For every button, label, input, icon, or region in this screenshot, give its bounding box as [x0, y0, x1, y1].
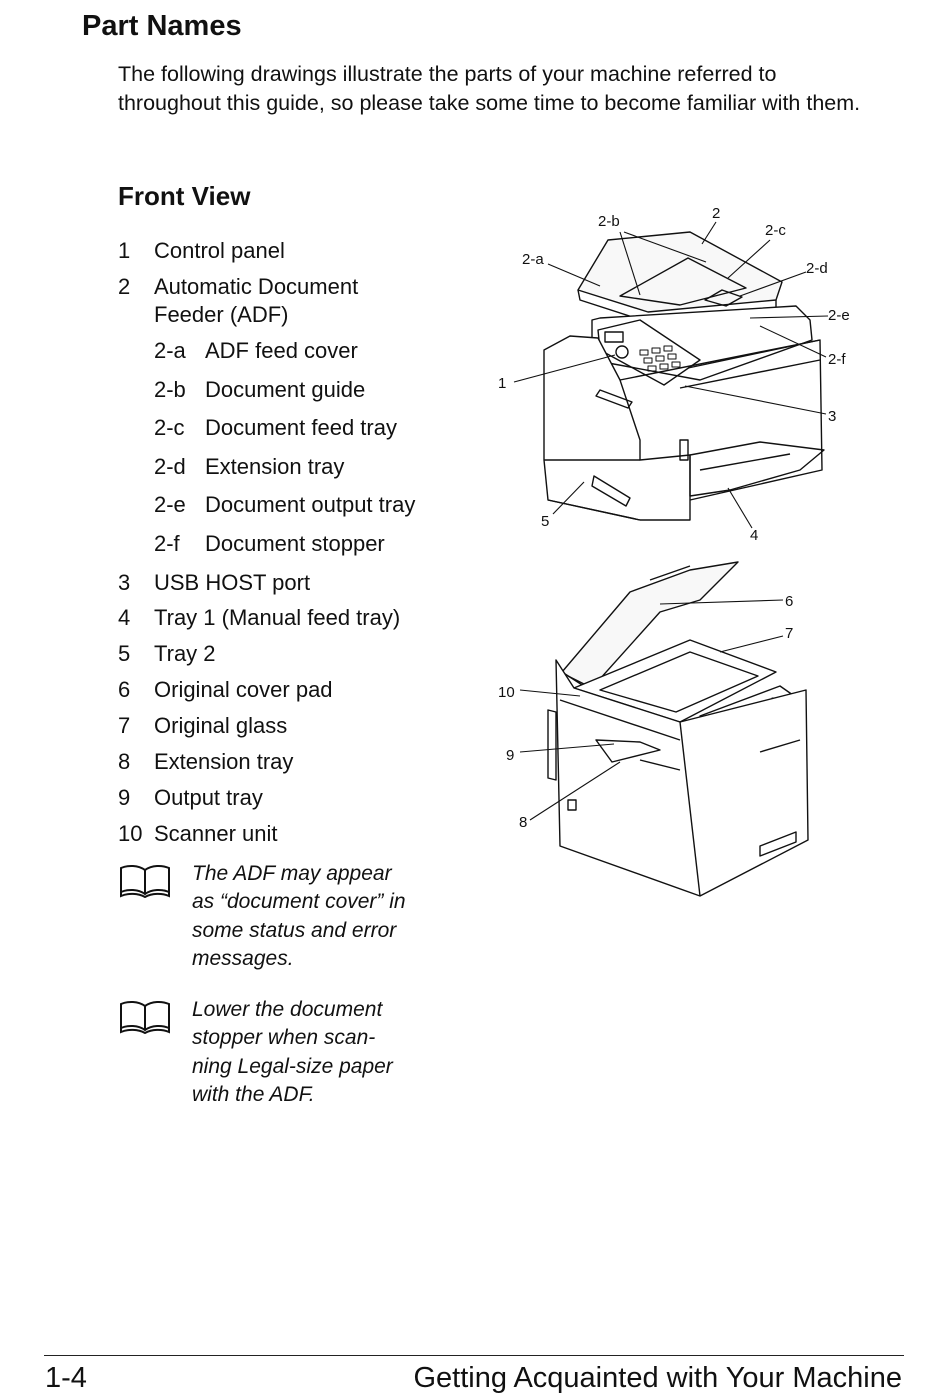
item-label: Tray 1 (Manual feed tray) — [154, 605, 401, 630]
book-note-icon — [120, 1000, 170, 1034]
printer-front-illustration: 2-b 2 2-c 2-a 2-d 2-e 2-f 1 3 5 4 — [498, 205, 850, 544]
item-number: 2-e — [154, 492, 186, 517]
item-label: ADF feed cover — [205, 338, 358, 363]
chapter-title: Getting Acquainted with Your Machine — [413, 1362, 903, 1394]
note-text: Lower the document stopper when scan- ni… — [192, 996, 452, 1109]
item-label: Output tray — [154, 785, 263, 810]
callout-label: 5 — [541, 513, 549, 530]
callout-label: 10 — [498, 684, 515, 701]
item-number: 5 — [118, 641, 131, 666]
intro-paragraph: The following drawings illustrate the pa… — [118, 62, 861, 115]
callout-label: 2-e — [828, 307, 850, 324]
item-label: Document feed tray — [205, 415, 397, 440]
callout-label: 2-f — [828, 351, 846, 368]
note-text: The ADF may appear as “document cover” i… — [192, 860, 452, 973]
item-label: Original glass — [154, 713, 288, 738]
item-number: 6 — [118, 677, 131, 702]
item-label: Extension tray — [205, 454, 345, 479]
callout-label: 2-d — [806, 260, 828, 277]
note-line: some status and error — [192, 918, 397, 942]
callout-label: 3 — [828, 408, 836, 425]
note-line: stopper when scan- — [192, 1026, 376, 1050]
item-number: 3 — [118, 570, 131, 595]
item-number: 2-f — [154, 531, 180, 556]
callout-label: 2 — [712, 205, 720, 222]
item-number: 2-a — [154, 338, 186, 363]
subheading: Front View — [118, 181, 251, 211]
note-line: The ADF may appear — [192, 862, 392, 885]
callout-label: 7 — [785, 625, 793, 642]
note-line: messages. — [192, 946, 294, 970]
note-line: with the ADF. — [192, 1082, 315, 1106]
note-line: Lower the document — [192, 998, 383, 1021]
item-number: 2 — [118, 274, 131, 299]
note: The ADF may appear as “document cover” i… — [118, 860, 448, 990]
item-number: 8 — [118, 749, 131, 774]
page-number: 1-4 — [45, 1362, 87, 1394]
item-number: 10 — [118, 821, 143, 846]
item-label: Document output tray — [205, 492, 416, 517]
printer-open-illustration: 6 7 10 9 8 — [498, 561, 809, 897]
callout-label: 6 — [785, 593, 793, 610]
item-number: 2-d — [154, 454, 186, 479]
item-label: Original cover pad — [154, 677, 333, 702]
item-number: 9 — [118, 785, 131, 810]
callout-label: 9 — [506, 747, 514, 764]
item-number: 2-c — [154, 415, 185, 440]
item-number: 1 — [118, 238, 131, 263]
callout-label: 2-a — [522, 251, 544, 268]
item-label: Scanner unit — [154, 821, 278, 846]
callout-label: 4 — [750, 527, 758, 544]
item-number: 7 — [118, 713, 131, 738]
book-note-icon — [120, 864, 170, 898]
callout-label: 2-c — [765, 222, 786, 239]
note-line: as “document cover” in — [192, 890, 406, 914]
item-label: Extension tray — [154, 749, 294, 774]
item-number: 2-b — [154, 377, 186, 402]
footer-divider — [44, 1355, 904, 1356]
note-line: ning Legal-size paper — [192, 1054, 393, 1078]
note: Lower the document stopper when scan- ni… — [118, 996, 448, 1126]
item-label-line-1: Automatic Document — [154, 274, 359, 299]
item-label: Control panel — [154, 238, 285, 263]
item-label-line-2: Feeder (ADF) — [154, 302, 289, 327]
callout-label: 1 — [498, 375, 506, 392]
callout-label: 8 — [519, 814, 527, 831]
callout-label: 2-b — [598, 213, 620, 230]
page-heading: Part Names — [82, 10, 242, 42]
item-label: USB HOST port — [154, 570, 311, 595]
item-number: 4 — [118, 605, 131, 630]
item-label: Document guide — [205, 377, 366, 402]
item-label: Document stopper — [205, 531, 385, 556]
item-label: Tray 2 — [154, 641, 216, 666]
